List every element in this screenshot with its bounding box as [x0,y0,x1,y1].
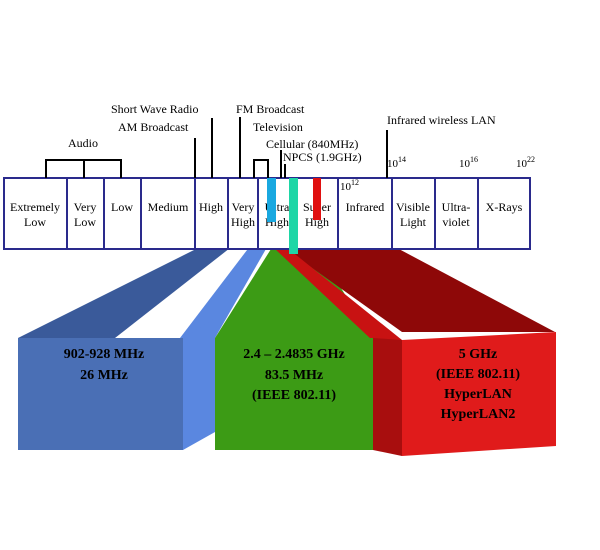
band-label-visible-light-1: Visible [396,200,430,214]
box-text-2-4ghz: 2.4 – 2.4835 GHz 83.5 MHz (IEEE 802.11) [243,347,345,403]
box-900mhz-side [183,318,215,450]
box-5ghz-line-1: 5 GHz [459,347,498,362]
band-label-very-low-1: Very [74,200,97,214]
band-label-high: High [199,200,223,214]
marker-900mhz [267,178,276,222]
label-audio: Audio [68,136,98,150]
box-text-5ghz: 5 GHz (IEEE 802.11) HyperLAN HyperLAN2 [436,347,520,422]
power-10-12-exp: 12 [351,178,359,187]
power-10-16: 1016 [459,155,478,170]
band-label-extremely-low-1: Extremely [10,200,60,214]
label-television: Television [253,120,303,134]
band-label-visible-light-2: Light [400,215,427,229]
band-labels: Extremely Low Very Low Low Medium High V… [10,200,523,229]
label-am-broadcast: AM Broadcast [118,120,189,134]
power-10-22-base: 10 [516,158,528,170]
box-5ghz-line-2: (IEEE 802.11) [436,367,520,382]
box-2-4ghz-face [215,338,373,450]
television-bracket [253,159,269,178]
band-label-medium: Medium [148,200,189,214]
power-10-12-base: 10 [340,181,352,193]
marker-5ghz [313,178,321,220]
frequency-markers [267,178,321,254]
power-10-22: 1022 [516,155,535,170]
power-10-16-exp: 16 [470,155,478,164]
band-box-900mhz [18,318,215,450]
power-10-14-exp: 14 [398,155,406,164]
band-label-ultraviolet-1: Ultra- [442,200,471,214]
band-label-ultraviolet-2: violet [442,215,470,229]
power-10-16-base: 10 [459,158,471,170]
annotation-lines [45,117,388,178]
band-label-low: Low [111,200,133,214]
band-label-very-high-2: High [231,215,255,229]
band-label-very-high-1: Very [232,200,255,214]
box-5ghz-line-3: HyperLAN [444,387,512,402]
box-2-4ghz-line-2: 83.5 MHz [265,368,323,383]
box-900mhz-line-2: 26 MHz [80,368,128,383]
box-2-4ghz-line-1: 2.4 – 2.4835 GHz [243,347,345,362]
band-label-very-low-2: Low [74,215,96,229]
band-box-2-4ghz [215,338,373,450]
power-10-14: 1014 [387,155,406,170]
label-cellular: Cellular (840MHz) [266,137,358,151]
band-label-infrared: Infrared [346,200,385,214]
box-2-4ghz-line-3: (IEEE 802.11) [252,388,336,403]
label-npcs: NPCS (1.9GHz) [283,150,362,164]
box-900mhz-face [18,338,183,450]
label-infrared-wireless-lan: Infrared wireless LAN [387,113,496,127]
band-label-x-rays: X-Rays [486,200,523,214]
box-5ghz-line-4: HyperLAN2 [441,407,516,422]
band-label-extremely-low-2: Low [24,215,46,229]
box-text-900mhz: 902-928 MHz 26 MHz [64,347,144,383]
label-short-wave-radio: Short Wave Radio [111,102,198,116]
band-label-super-high-2: High [305,215,329,229]
label-fm-broadcast: FM Broadcast [236,102,305,116]
power-10-14-base: 10 [387,158,399,170]
box-5ghz-face [402,332,556,456]
power-10-22-exp: 22 [527,155,535,164]
box-5ghz-side [373,338,402,456]
box-900mhz-line-1: 902-928 MHz [64,347,144,362]
marker-2-4ghz [289,178,298,254]
annotation-labels: Audio Short Wave Radio AM Broadcast FM B… [68,102,496,164]
band-box-5ghz [373,332,556,456]
green-wedge [215,222,372,338]
power-10-12: 1012 [340,178,359,193]
power-labels: 1012 1014 1016 1022 [340,155,535,193]
